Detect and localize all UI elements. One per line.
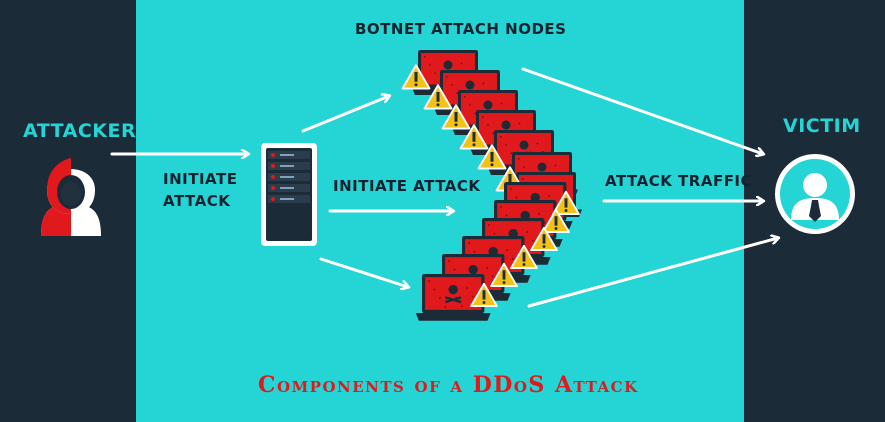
warning-triangle-icon: [510, 244, 538, 269]
diagram-title: Components of a DDoS Attack: [258, 372, 639, 398]
initiate-attack-mid-label: INITIATE ATTACK: [333, 177, 481, 195]
warning-triangle-icon: [530, 226, 558, 251]
victim-label: VICTIM: [783, 115, 861, 137]
arrow-server-to-botnet-bottom: [319, 257, 408, 287]
warning-triangle-icon: [459, 124, 489, 150]
warning-triangle-icon: [490, 262, 518, 287]
botnet-label: BOTNET ATTACH NODES: [355, 20, 567, 38]
initiate-attack-left-label: INITIATE ATTACK: [163, 170, 238, 210]
attack-traffic-label: ATTACK TRAFFIC: [605, 172, 753, 190]
warning-triangle-icon: [441, 104, 471, 130]
arrow-botnet-to-victim-bottom: [527, 238, 778, 308]
botnet-upper: [401, 50, 582, 321]
arrow-botnet-to-victim-top: [521, 67, 763, 154]
attacker-label: ATTACKER: [23, 120, 137, 142]
infected-laptop-icon: [415, 274, 491, 321]
user-avatar-icon: [775, 154, 855, 234]
warning-triangle-icon: [542, 208, 570, 233]
warning-triangle-icon: [423, 84, 453, 110]
arrows: [110, 67, 778, 308]
arrow-server-to-botnet-top: [301, 96, 389, 133]
warning-triangle-icon: [552, 190, 580, 215]
hooded-hacker-icon: [41, 158, 101, 236]
server-icon: [261, 143, 317, 246]
warning-triangle-icon: [401, 64, 431, 90]
warning-triangle-icon: [470, 282, 498, 307]
warning-triangle-icon: [477, 144, 507, 170]
